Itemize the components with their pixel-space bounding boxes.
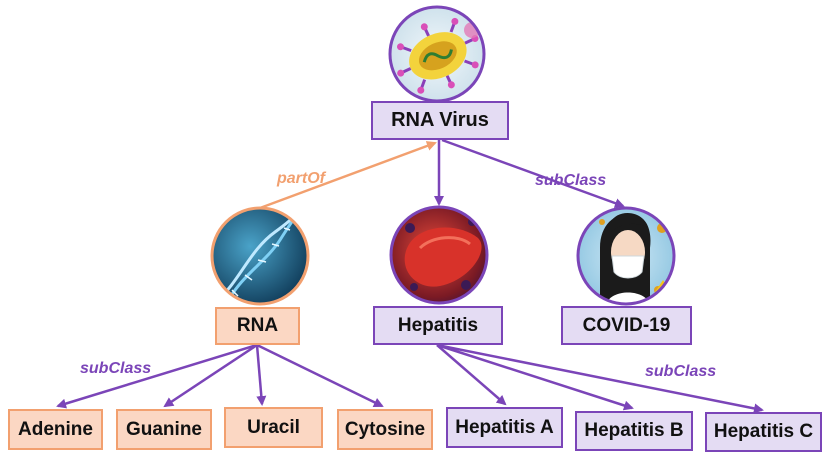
edge-hepatitis-c [436, 343, 764, 414]
node-guanine: Guanine [116, 409, 212, 450]
node-rna-virus: RNA Virus [371, 101, 509, 140]
node-hepatitis: Hepatitis [373, 306, 503, 345]
node-hepatitis-a: Hepatitis A [446, 407, 563, 448]
node-uracil: Uracil [224, 407, 323, 448]
node-adenine: Adenine [8, 409, 103, 450]
edge-rna-partof-rnavirus [259, 141, 437, 210]
liver-icon [389, 205, 489, 305]
edge-rna-adenine [56, 343, 258, 409]
edge-hepatitis-b [436, 343, 634, 411]
node-cytosine: Cytosine [337, 409, 433, 450]
edge-label-subclass-rna: subClass [80, 360, 152, 377]
node-hepatitis-b: Hepatitis B [575, 411, 693, 451]
edge-rna-cytosine [256, 343, 384, 408]
dna-helix-icon [210, 206, 310, 306]
node-rna: RNA [215, 307, 300, 345]
edge-label-subclass-top: subClass [535, 172, 607, 189]
virus-icon [388, 5, 486, 103]
masked-person-icon [576, 206, 676, 306]
edge-rnavirus-covid [441, 138, 625, 208]
edge-rna-guanine [163, 343, 258, 408]
node-hepatitis-c: Hepatitis C [705, 412, 822, 452]
edge-label-partof: partOf [277, 170, 325, 187]
edge-rna-uracil [255, 344, 267, 406]
node-covid-19: COVID-19 [561, 306, 692, 345]
edge-label-subclass-hepatitis: subClass [645, 363, 717, 380]
edges [56, 138, 764, 414]
edge-hepatitis-a [436, 344, 507, 406]
